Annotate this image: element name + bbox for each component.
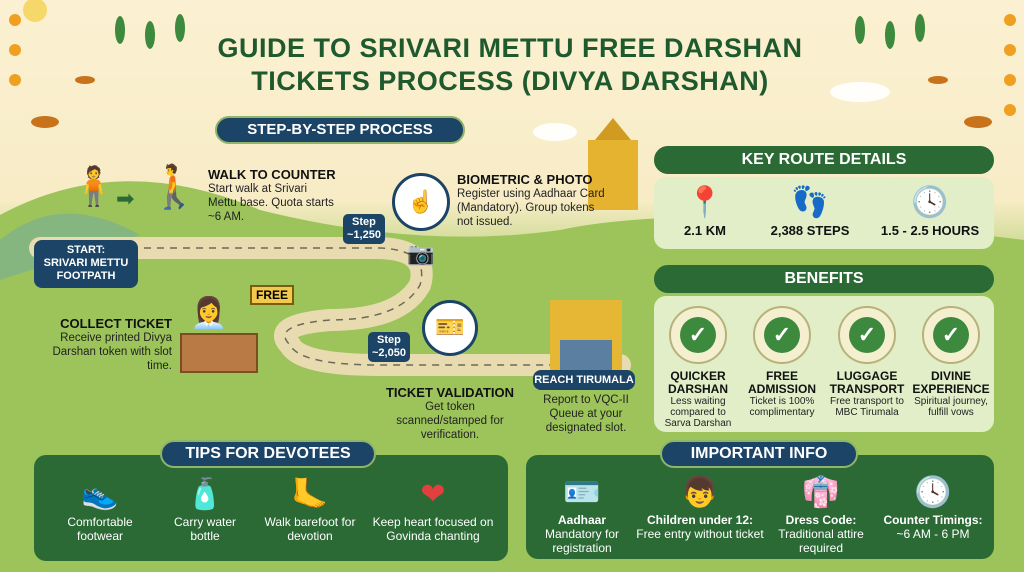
shoe-icon: 👟: [81, 478, 119, 511]
step-by-step-header: STEP-BY-STEP PROCESS: [215, 116, 465, 144]
heart-pulse-icon: ❤: [420, 478, 446, 511]
reach-tirumala-label: REACH TIRUMALA: [533, 370, 635, 390]
check-icon: ✓: [922, 306, 980, 364]
id-card-icon: 🪪: [563, 476, 601, 509]
temple-tirumala-icon: [550, 300, 622, 370]
leaves-icon: [115, 14, 925, 49]
benefits-header: BENEFITS: [654, 265, 994, 293]
info-dress-code: 👘Dress Code:Traditional attire required: [770, 473, 872, 555]
tip-heart: ❤Keep heart focused on Govinda chanting: [368, 475, 498, 543]
arrow-right-icon: ➡: [116, 186, 135, 211]
check-icon: ✓: [669, 306, 727, 364]
important-info-header: IMPORTANT INFO: [660, 440, 858, 468]
oil-lamp-icon: [31, 76, 992, 128]
step-1250-marker: Step~1,250: [343, 214, 385, 244]
counter-staff-icon: 👩‍💼: [190, 297, 228, 330]
ticket-stamp-icon: 🎫: [422, 300, 478, 356]
check-icon: ✓: [753, 306, 811, 364]
tip-barefoot: 🦶Walk barefoot for devotion: [260, 475, 360, 543]
cloud-icon: [533, 82, 890, 141]
footprints-icon: 👣: [791, 186, 829, 219]
clock-icon: 🕓: [911, 186, 949, 219]
key-route-panel: 📍2.1 KM 👣2,388 STEPS 🕓1.5 - 2.5 HOURS: [654, 177, 994, 249]
temple-gopuram-icon: [588, 118, 638, 210]
bare-feet-icon: 🦶: [291, 478, 329, 511]
info-counter-timings: 🕓Counter Timings:~6 AM - 6 PM: [876, 473, 990, 541]
info-children: 👦Children under 12:Free entry without ti…: [636, 473, 764, 541]
tip-water: 🧴Carry water bottle: [160, 475, 250, 543]
fingerprint-camera-icon: ☝📷: [392, 173, 450, 266]
route-steps: 👣2,388 STEPS: [754, 183, 866, 238]
tips-header: TIPS FOR DEVOTEES: [160, 440, 376, 468]
ticket-counter-desk: [180, 333, 258, 373]
route-pin-icon: 📍: [686, 186, 724, 219]
clock-icon: 🕓: [914, 476, 952, 509]
pilgrim-icon: 🧍: [70, 166, 118, 208]
hiker-icon: 🚶: [148, 163, 201, 210]
step-2050-marker: Step~2,050: [368, 332, 410, 362]
key-route-header: KEY ROUTE DETAILS: [654, 146, 994, 174]
route-distance: 📍2.1 KM: [660, 183, 750, 238]
tip-footwear: 👟Comfortable footwear: [52, 475, 148, 543]
check-icon: ✓: [838, 306, 896, 364]
tips-panel: 👟Comfortable footwear 🧴Carry water bottl…: [34, 455, 508, 561]
traditional-attire-icon: 👘: [802, 476, 840, 509]
reach-tirumala-text: Report to VQC-II Queue at your designate…: [543, 394, 629, 434]
route-duration: 🕓1.5 - 2.5 HOURS: [868, 183, 992, 238]
free-sign: FREE: [250, 285, 295, 305]
child-icon: 👦: [681, 476, 719, 509]
water-bottle-icon: 🧴: [186, 478, 224, 511]
marigold-garland-icon: [9, 14, 1016, 116]
